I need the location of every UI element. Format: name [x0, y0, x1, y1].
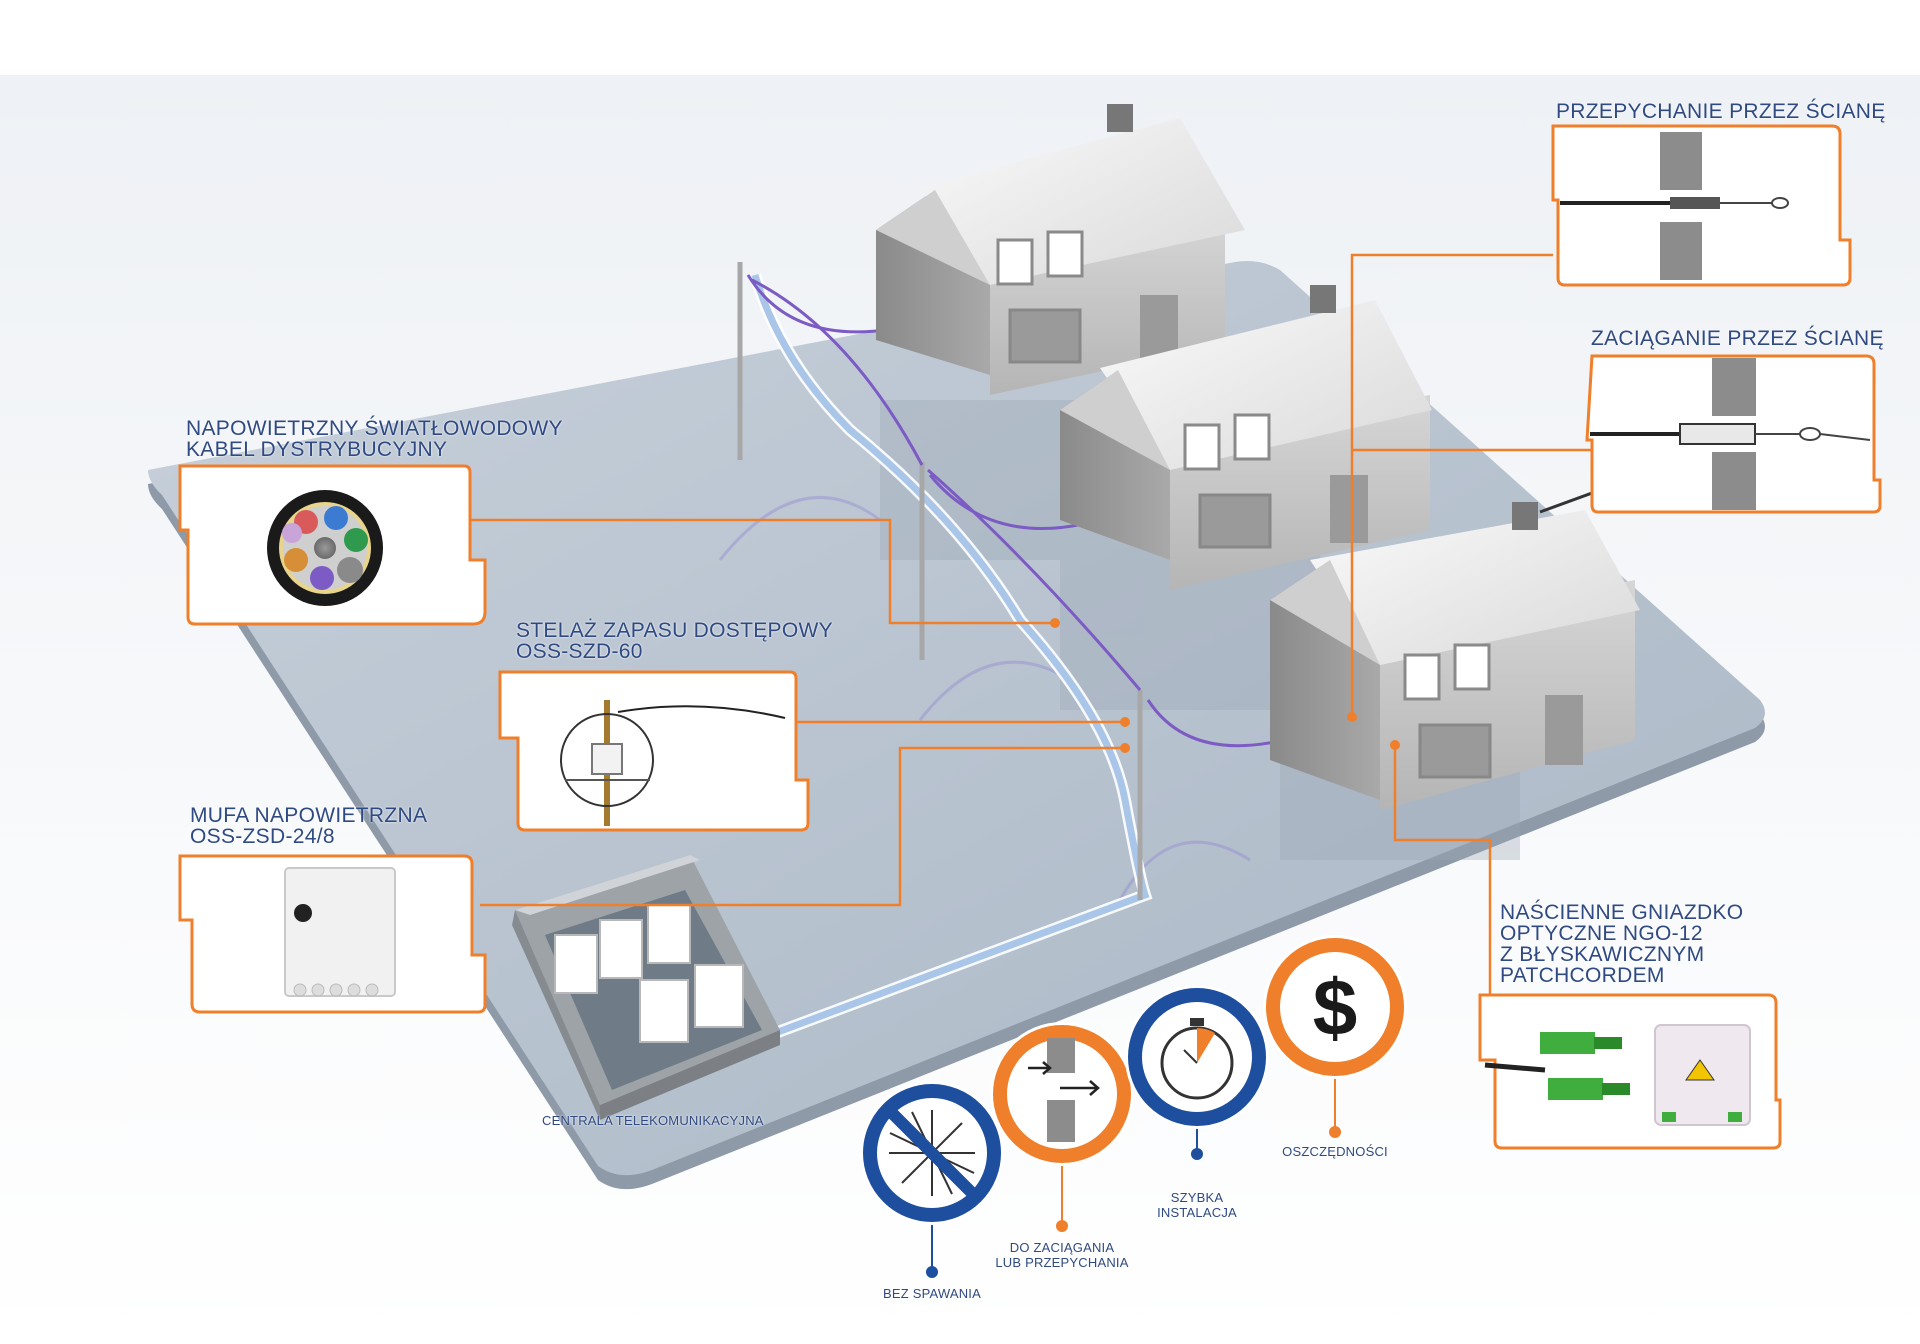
push-through-wall-icon	[1560, 132, 1789, 280]
feature-push-pull	[990, 1022, 1134, 1232]
label-reserve-rack: STELAŻ ZAPASU DOSTĘPOWY OSS-SZD-60	[516, 620, 833, 662]
callout-box-wall-socket	[1478, 993, 1782, 1150]
label-reserve-rack-line-1: STELAŻ ZAPASU DOSTĘPOWY	[516, 619, 833, 642]
feature-no-splicing	[860, 1081, 1004, 1278]
label-wall-socket-line-4: PATCHCORDEM	[1500, 964, 1665, 987]
house-3	[1270, 468, 1656, 810]
label-push-through-wall: PRZEPYCHANIE PRZEZ ŚCIANĘ	[1556, 100, 1886, 123]
cable-cross-section-icon	[267, 490, 383, 606]
label-savings-line-1: OSZCZĘDNOŚCI	[1282, 1144, 1388, 1159]
feature-stopwatch	[1125, 985, 1269, 1160]
label-aerial-cable-line-1: NAPOWIETRZNY ŚWIATŁOWODOWY	[186, 417, 563, 440]
feature-savings: $	[1263, 935, 1407, 1138]
label-aerial-closure-line-1: MUFA NAPOWIETRZNA	[190, 804, 428, 827]
dollar-icon: $	[1313, 963, 1358, 1052]
closure-box-icon	[284, 867, 396, 997]
telecom-exchange	[512, 855, 780, 1120]
label-savings: OSZCZĘDNOŚCI	[1265, 1144, 1405, 1159]
label-exchange: CENTRALA TELEKOMUNIKACYJNA	[542, 1113, 764, 1128]
label-wall-socket-line-2: OPTYCZNE NGO-12	[1500, 922, 1703, 945]
duct-route	[749, 273, 1153, 1041]
stopwatch-icon	[1160, 1018, 1234, 1100]
label-wall-socket-line-3: Z BŁYSKAWICZNYM	[1500, 943, 1705, 966]
patchcord-connector-icon	[1484, 1032, 1630, 1100]
utility-poles	[737, 262, 1143, 900]
label-aerial-closure-line-2: OSS-ZSD-24/8	[190, 825, 335, 848]
label-push-pull-line-1: DO ZACIĄGANIA	[1009, 1240, 1115, 1255]
label-no-splicing-line-1: BEZ SPAWANIA	[883, 1286, 981, 1301]
house-1	[876, 104, 1245, 395]
callout-box-aerial-closure	[178, 854, 487, 1014]
callout-connectors	[470, 253, 1592, 995]
label-wall-socket-line-1: NAŚCIENNE GNIAZDKO	[1500, 901, 1744, 924]
push-pull-icon	[1028, 1038, 1100, 1142]
wall-socket-icon	[1654, 1024, 1751, 1126]
label-fast-install-line-1: SZYBKA	[1170, 1190, 1224, 1205]
label-reserve-rack-line-2: OSS-SZD-60	[516, 640, 643, 663]
house-2	[1060, 285, 1432, 590]
label-push-pull: DO ZACIĄGANIA LUB PRZEPYCHANIA	[982, 1240, 1142, 1270]
label-wall-socket: NAŚCIENNE GNIAZDKO OPTYCZNE NGO-12 Z BŁY…	[1500, 902, 1743, 986]
label-no-splicing: BEZ SPAWANIA	[862, 1286, 1002, 1301]
connector-dots	[1050, 618, 1400, 753]
label-aerial-cable-line-2: KABEL DYSTRYBUCYJNY	[186, 438, 448, 461]
label-aerial-closure: MUFA NAPOWIETRZNA OSS-ZSD-24/8	[190, 805, 427, 847]
pull-through-wall-icon	[1590, 358, 1871, 510]
callout-box-pull-through-wall	[1585, 354, 1882, 514]
label-push-pull-line-2: LUB PRZEPYCHANIA	[995, 1255, 1129, 1270]
reserve-rack-icon	[560, 700, 786, 826]
callout-box-reserve-rack	[498, 670, 810, 832]
label-fast-install-line-2: INSTALACJA	[1157, 1205, 1237, 1220]
label-aerial-cable: NAPOWIETRZNY ŚWIATŁOWODOWY KABEL DYSTRYB…	[186, 418, 563, 460]
label-fast-install: SZYBKA INSTALACJA	[1137, 1190, 1257, 1220]
label-pull-through-wall: ZACIĄGANIE PRZEZ ŚCIANĘ	[1591, 327, 1884, 350]
callout-box-aerial-cable	[178, 464, 487, 626]
callout-box-push-through-wall	[1551, 124, 1852, 287]
